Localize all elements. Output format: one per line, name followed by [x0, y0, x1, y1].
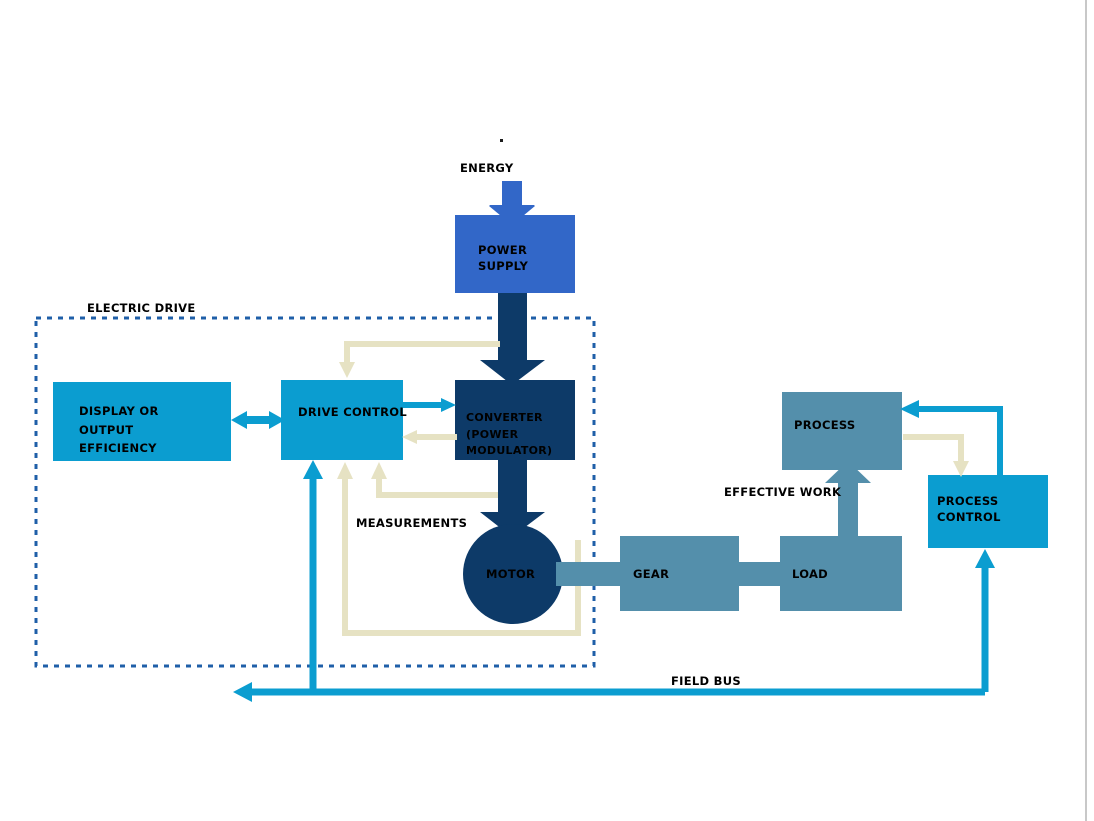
effective-work-arrow — [825, 461, 871, 538]
process-label: PROCESS — [794, 418, 856, 432]
process-to-control-feedback-arrow — [903, 434, 969, 477]
load-label: LOAD — [792, 567, 828, 581]
page-edge-line — [1085, 0, 1087, 821]
power-supply-label-line2: SUPPLY — [478, 259, 529, 273]
node-process[interactable]: PROCESS — [782, 392, 902, 470]
drive-control-label: DRIVE CONTROL — [298, 405, 407, 419]
node-converter[interactable]: CONVERTER (POWER MODULATOR) — [455, 380, 575, 460]
converter-to-drive-feedback-arrow — [402, 430, 457, 444]
node-load[interactable]: LOAD — [780, 536, 902, 611]
control-to-process-arrow — [900, 400, 1003, 475]
power-to-converter-arrow — [480, 293, 545, 385]
display-output-label-line2: OUTPUT — [79, 423, 133, 437]
process-box[interactable] — [782, 392, 902, 470]
motor-measurement-feedback-arrow — [337, 462, 581, 636]
node-gear[interactable]: GEAR — [620, 536, 739, 611]
converter-measurement-feedback-arrow — [371, 462, 513, 498]
power-supply-box[interactable] — [455, 215, 575, 293]
converter-label-line3: MODULATOR) — [466, 444, 552, 457]
converter-box[interactable] — [455, 380, 575, 460]
effective-work-label: EFFECTIVE WORK — [724, 485, 842, 499]
node-motor[interactable]: MOTOR — [463, 524, 563, 624]
supply-to-drive-feedback-arrow — [339, 341, 500, 378]
node-display-output-efficiency[interactable]: DISPLAY OR OUTPUT EFFICIENCY — [53, 382, 231, 461]
gear-label: GEAR — [633, 567, 669, 581]
motor-label: MOTOR — [486, 567, 535, 581]
process-control-label-line1: PROCESS — [937, 494, 999, 508]
converter-label-line1: CONVERTER — [466, 411, 543, 424]
node-process-control[interactable]: PROCESS CONTROL — [928, 475, 1048, 548]
node-drive-control[interactable]: DRIVE CONTROL — [281, 380, 407, 460]
display-output-label-line1: DISPLAY OR — [79, 404, 159, 418]
fieldbus-to-process-control-arrow — [975, 549, 995, 692]
display-output-label-line3: EFFICIENCY — [79, 441, 157, 455]
electric-drive-boundary — [34, 316, 596, 668]
motor-gear-shaft — [556, 562, 622, 586]
power-supply-label-line1: POWER — [478, 243, 527, 257]
gear-load-shaft — [737, 562, 781, 586]
node-power-supply[interactable]: POWER SUPPLY — [455, 215, 575, 293]
field-bus-label: FIELD BUS — [671, 674, 741, 688]
speck-mark — [500, 139, 503, 142]
converter-label-line2: (POWER — [466, 428, 519, 441]
drive-control-box[interactable] — [281, 380, 403, 460]
fieldbus-to-drive-arrow — [303, 460, 323, 692]
energy-label: ENERGY — [460, 161, 514, 175]
field-bus-line — [233, 682, 985, 702]
display-drive-bidirectional-arrow — [231, 411, 285, 429]
process-control-box[interactable] — [928, 475, 1048, 548]
motor-circle[interactable] — [463, 524, 563, 624]
drive-to-converter-arrow — [403, 398, 456, 412]
gear-box[interactable] — [620, 536, 739, 611]
load-box[interactable] — [780, 536, 902, 611]
process-control-label-line2: CONTROL — [937, 510, 1001, 524]
display-output-box[interactable] — [53, 382, 231, 461]
measurements-label: MEASUREMENTS — [356, 516, 467, 530]
electric-drive-label: ELECTRIC DRIVE — [87, 301, 196, 315]
